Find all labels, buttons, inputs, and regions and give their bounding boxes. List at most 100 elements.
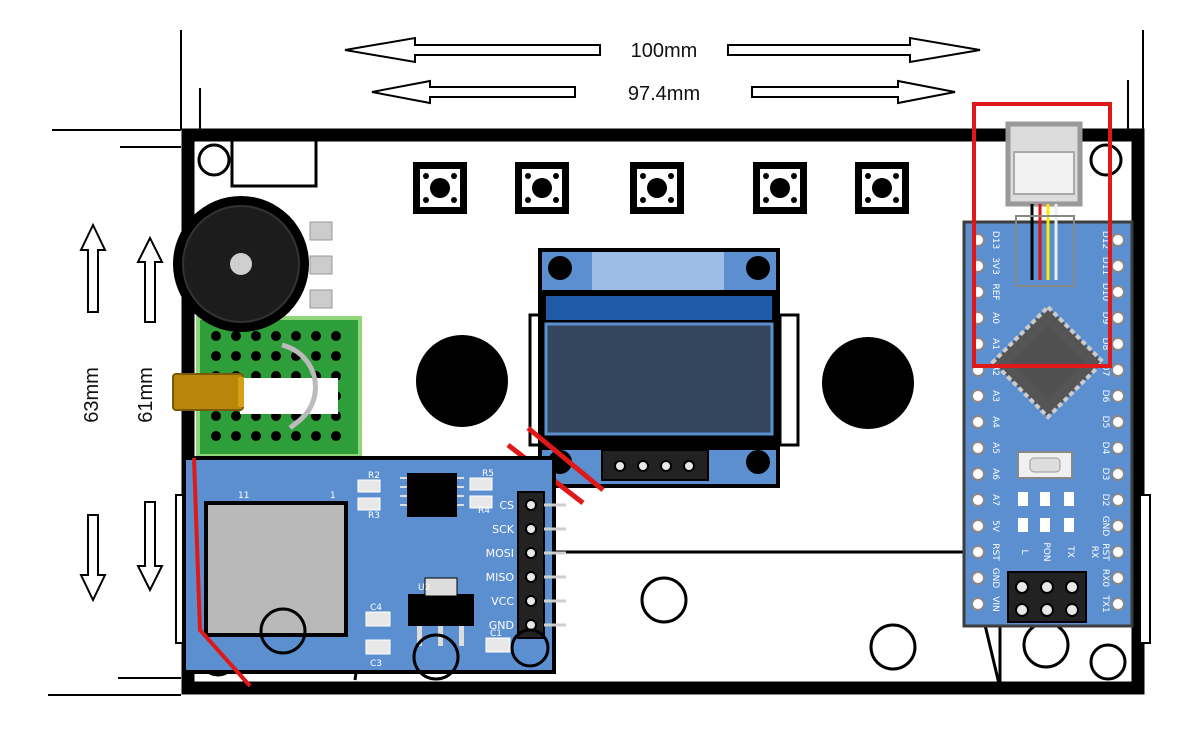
width-dimension-97-4mm: 97.4mm: [371, 79, 956, 105]
nano-left-pin-label-2: REF: [990, 283, 1000, 300]
down-arrow-63mm: [79, 514, 107, 603]
right-arrow-97mm: [751, 79, 956, 105]
label-c4: C4: [370, 603, 382, 613]
nano-left-pin-label-1: 3V3: [990, 257, 1000, 275]
brass-connector: [172, 373, 244, 411]
connector-slot: [230, 138, 318, 188]
nano-right-pin-11: [1111, 519, 1125, 533]
nano-pins: D133V3REFA0A1A2A3A4A5A6A75VRSTGNDVIND12D…: [971, 231, 1125, 613]
nano-left-pin-9: [971, 467, 985, 481]
nano-right-pin-3: [1111, 311, 1125, 325]
nano-left-pin-11: [971, 519, 985, 533]
nano-right-pin-5: [1111, 363, 1125, 377]
nano-right-pin-9: [1111, 467, 1125, 481]
height-dimension-61mm: 61mm: [135, 235, 164, 593]
nano-left-pin-label-8: A5: [990, 442, 1000, 454]
label-u2: U2: [418, 583, 430, 593]
sd-cut-line: [192, 457, 252, 688]
nano-right-pin-8: [1111, 441, 1125, 455]
hole-right-large: [822, 337, 914, 429]
sd-pin-vcc: [525, 595, 537, 607]
led-label-tx: TX: [1065, 545, 1075, 558]
sd-pin-miso: [525, 571, 537, 583]
tactile-button-2: [515, 162, 569, 214]
label-63mm: 63mm: [81, 367, 103, 423]
led-label-rx: RX: [1089, 546, 1099, 558]
hole-left-large: [416, 335, 508, 427]
label-100mm: 100mm: [631, 40, 698, 62]
sd-chip: [407, 473, 457, 517]
label-r5: R5: [482, 469, 494, 479]
sd-pin-label-sck: SCK: [492, 523, 515, 536]
nano-left-pin-label-0: D13: [990, 231, 1000, 249]
label-97-4mm: 97.4mm: [628, 83, 700, 105]
nano-left-pin-label-5: A2: [990, 364, 1000, 376]
nano-right-pin-label-8: D4: [1100, 442, 1110, 455]
nano-right-pin-7: [1111, 415, 1125, 429]
nano-right-pin-label-1: D11: [1100, 257, 1110, 275]
nano-right-pin-label-10: D2: [1100, 494, 1110, 507]
mounting-hole-bottom-right: [1089, 643, 1127, 681]
sd-pin-label-miso: MISO: [486, 571, 515, 584]
nano-right-pin-label-11: GND: [1100, 516, 1110, 537]
sd-pin-cs: [525, 499, 537, 511]
tactile-button-3: [630, 162, 684, 214]
nano-right-pin-10: [1111, 493, 1125, 507]
tactile-button-1: [413, 162, 467, 214]
nano-left-pin-label-12: RST: [990, 543, 1000, 561]
nano-left-pin-12: [971, 545, 985, 559]
nano-right-pin-label-3: D9: [1100, 312, 1110, 325]
nano-right-pin-label-6: D6: [1100, 390, 1110, 403]
nano-right-pin-label-5: D7: [1100, 364, 1110, 377]
usb-highlight-box: [972, 102, 1112, 368]
height-dimension-63mm: 63mm: [79, 222, 107, 603]
nano-left-pin-label-14: VIN: [990, 596, 1000, 612]
perfboard: [172, 316, 362, 458]
nano-left-pin-7: [971, 415, 985, 429]
nano-right-pin-6: [1111, 389, 1125, 403]
label-r3: R3: [368, 511, 380, 521]
nano-right-pin-0: [1111, 233, 1125, 247]
nano-right-pin-label-2: D10: [1100, 283, 1110, 302]
sd-pin-label-vcc: VCC: [491, 595, 514, 608]
nano-left-pin-6: [971, 389, 985, 403]
up-arrow-61mm: [136, 235, 164, 323]
label-r4: R4: [478, 506, 490, 516]
nano-right-pin-label-4: D8: [1100, 338, 1110, 351]
nano-left-pin-label-9: A6: [990, 468, 1000, 480]
label-r2: R2: [368, 471, 380, 481]
nano-right-pin-12: [1111, 545, 1125, 559]
tactile-button-5: [855, 162, 909, 214]
sd-card-socket: [204, 501, 348, 637]
label-1: 1: [330, 491, 336, 501]
label-c3: C3: [370, 659, 382, 669]
right-arrow-100mm: [727, 36, 981, 64]
nano-left-pin-label-4: A1: [990, 338, 1000, 350]
left-arrow-100mm: [344, 36, 601, 64]
nano-left-pin-label-10: A7: [990, 494, 1000, 506]
led-label-pon: PON: [1041, 542, 1051, 561]
nano-left-pin-label-3: A0: [990, 312, 1000, 324]
nano-left-pin-14: [971, 597, 985, 611]
left-arrow-97mm: [371, 79, 576, 105]
sd-pin-mosi: [525, 547, 537, 559]
sd-pin-label-cs: CS: [499, 499, 514, 512]
extension-lines: [48, 30, 1144, 696]
nano-left-pin-10: [971, 493, 985, 507]
nano-right-pin-4: [1111, 337, 1125, 351]
nano-right-pin-2: [1111, 285, 1125, 299]
nano-right-pin-label-7: D5: [1100, 416, 1110, 429]
sd-pin-gnd: [525, 619, 537, 631]
tactile-button-4: [753, 162, 807, 214]
nano-left-pin-8: [971, 441, 985, 455]
voltage-regulator: [408, 594, 474, 626]
label-c1: C1: [490, 629, 502, 639]
nano-left-pin-label-11: 5V: [990, 520, 1000, 533]
sd-card-module: R2 R3 R4 R5 C4 C3 C1 U2 1 11 CSSCKMOSIMI…: [182, 456, 566, 674]
nano-right-pin-label-13: RX0: [1100, 569, 1110, 587]
buzzer-terminals: [309, 221, 333, 309]
